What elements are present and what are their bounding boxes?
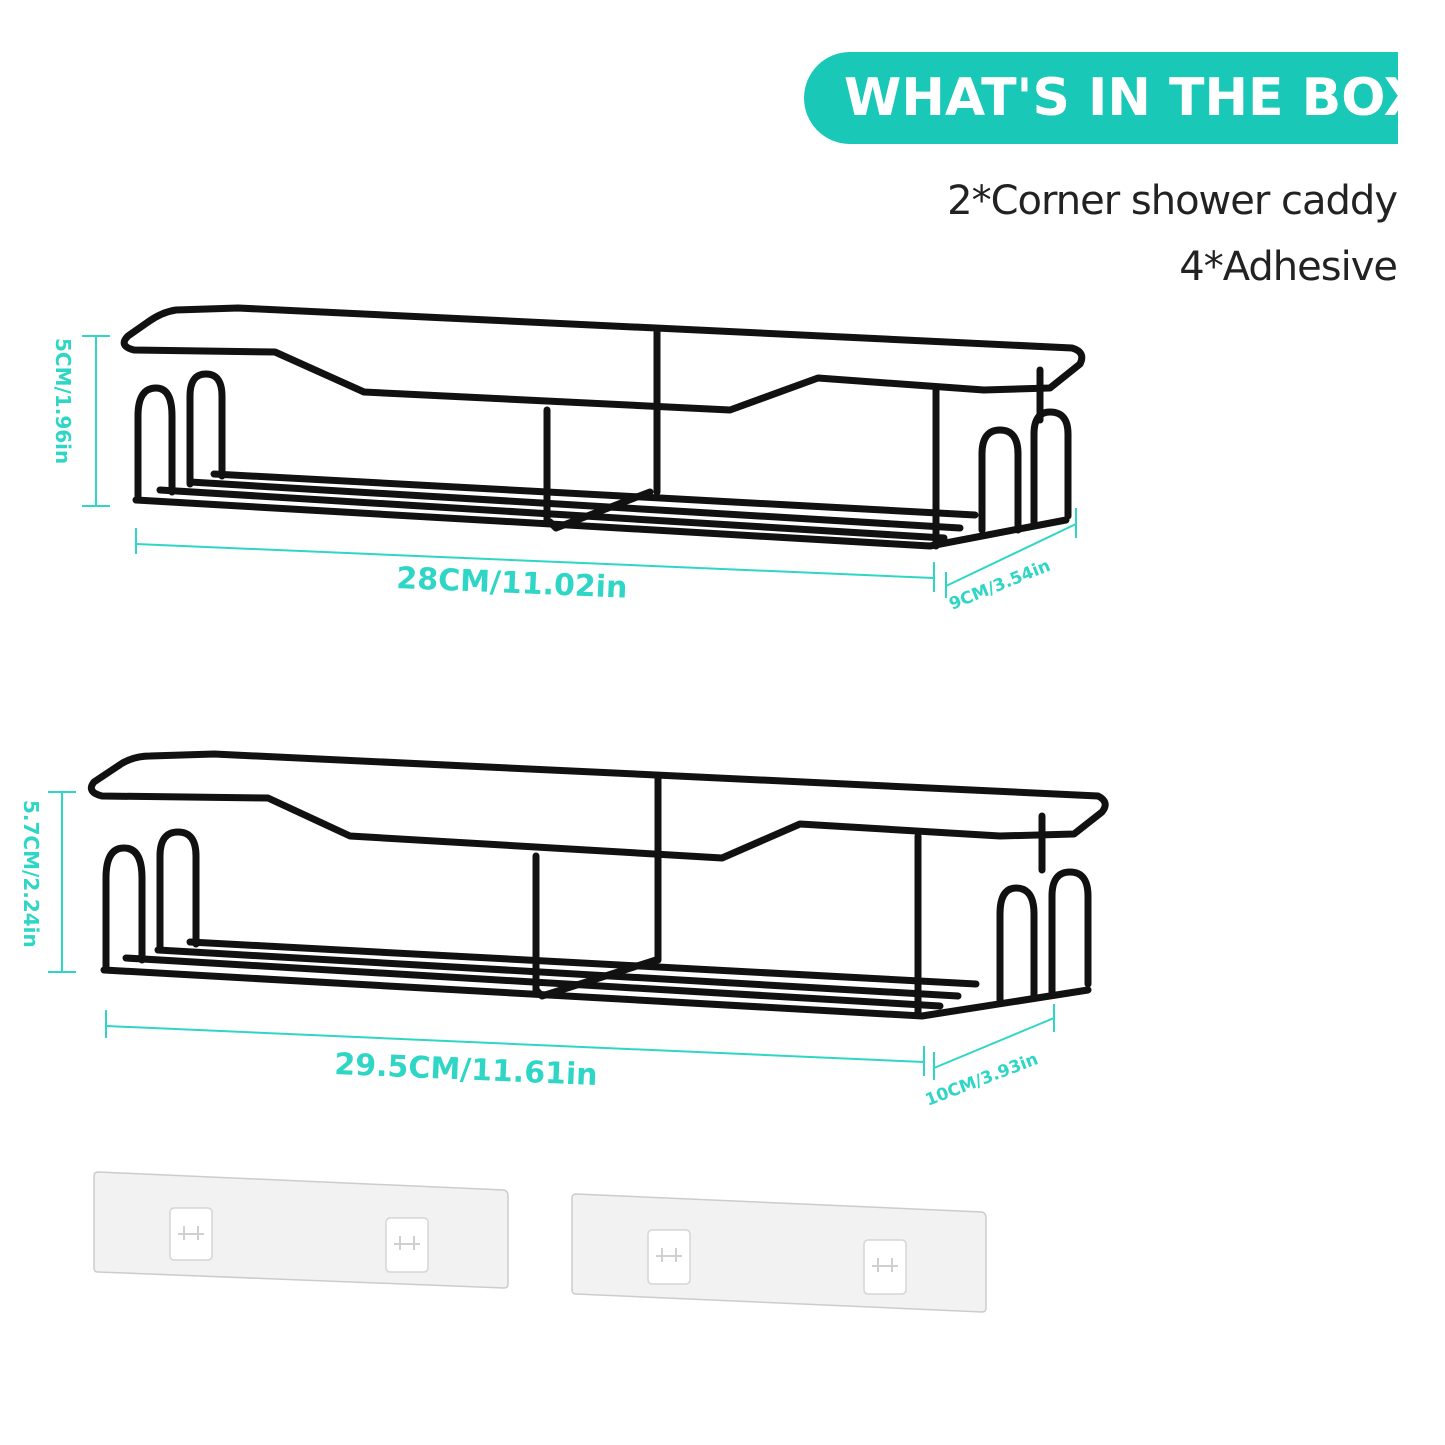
caddy-large-dimensions bbox=[48, 791, 1055, 1080]
caddy-small-height-label: 5CM/1.96in bbox=[51, 338, 75, 464]
hook-icon bbox=[169, 1207, 213, 1261]
caddy-small-dimensions bbox=[82, 335, 1077, 598]
adhesive-strip bbox=[93, 1171, 509, 1289]
shower-caddy-small bbox=[120, 304, 1086, 550]
contents-item-adhesive: 4*Adhesive bbox=[1179, 244, 1398, 290]
shower-caddy-large bbox=[87, 750, 1109, 1020]
hook-icon bbox=[647, 1229, 691, 1285]
caddy-small-depth-label: 9CM/3.54in bbox=[946, 556, 1053, 615]
caddy-small-width-label: 28CM/11.02in bbox=[396, 561, 628, 606]
caddy-large-depth-label: 10CM/3.93in bbox=[923, 1049, 1041, 1110]
caddy-large-width-label: 29.5CM/11.61in bbox=[334, 1047, 599, 1093]
adhesive-strip bbox=[571, 1193, 987, 1313]
banner-title: WHAT'S IN THE BOX bbox=[844, 68, 1424, 128]
contents-item-caddy: 2*Corner shower caddy bbox=[947, 178, 1398, 224]
hook-icon bbox=[385, 1217, 429, 1273]
whats-in-the-box-banner: WHAT'S IN THE BOX bbox=[804, 52, 1424, 144]
caddy-large-height-label: 5.7CM/2.24in bbox=[19, 800, 43, 948]
hook-icon bbox=[863, 1239, 907, 1295]
